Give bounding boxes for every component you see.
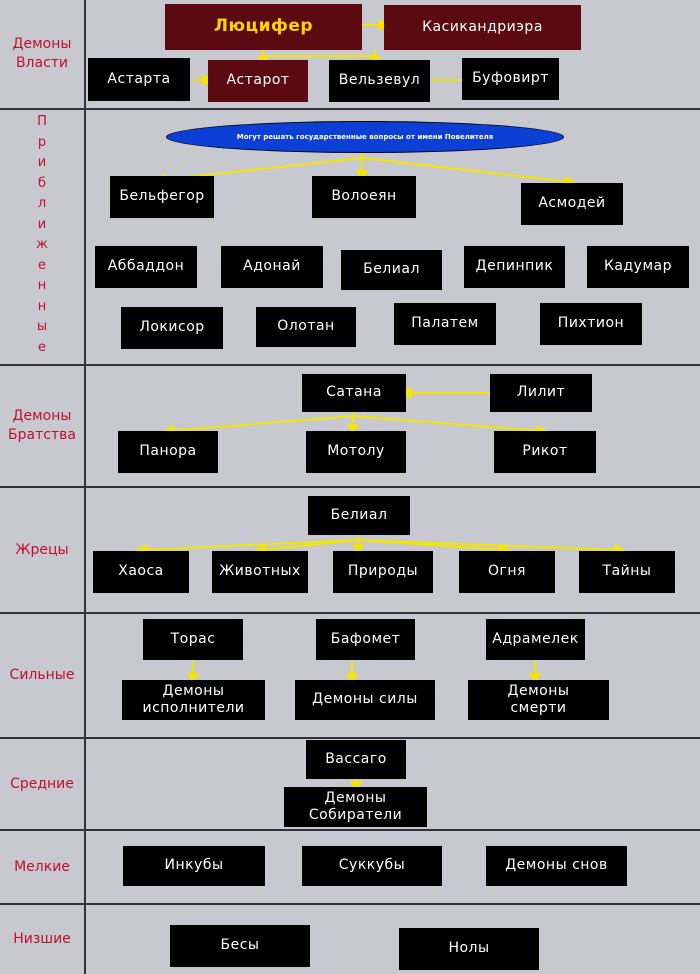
node-palatem: Палатем [394, 303, 496, 345]
category-label-silnye: Сильные [0, 614, 84, 737]
row-divider [0, 829, 700, 831]
node-noly: Нолы [399, 928, 539, 970]
label-letter: н [37, 298, 47, 314]
label-letter: П [37, 114, 47, 129]
label-letter: л [37, 196, 47, 211]
node-lilit: Лилит [490, 374, 592, 412]
category-label-line: Демоны [12, 36, 72, 53]
node-zhivotnykh: Животных [212, 551, 308, 593]
row-divider [0, 737, 700, 739]
node-belial-priblizhennyi: Белиал [341, 250, 442, 290]
node-rikot: Рикот [494, 431, 596, 473]
category-label-nizshie: Низшие [0, 905, 84, 974]
node-tayny: Тайны [579, 551, 675, 593]
node-sukkuby: Суккубы [302, 846, 442, 886]
label-letter: ы [36, 319, 48, 334]
label-letter: ж [36, 237, 48, 252]
category-label-line: Средние [10, 775, 74, 792]
row-divider [0, 486, 700, 488]
label-letter: р [37, 134, 47, 150]
label-letter: и [37, 155, 47, 170]
oval-note: Могут решать государственные вопросы от … [166, 121, 564, 153]
label-letter: и [37, 216, 47, 232]
node-bufovirt: Буфовирт [462, 58, 559, 100]
node-velzevul: Вельзевул [329, 60, 430, 102]
node-abbadon: Аббаддон [95, 246, 197, 288]
category-label-line: Власти [15, 55, 69, 71]
node-bafomet: Бафомет [316, 619, 415, 660]
row-divider [0, 903, 700, 905]
node-belial-zhrets: Белиал [308, 496, 410, 535]
node-adramelek: Адрамелек [486, 619, 585, 660]
node-demony-smerti: Демоны смерти [468, 680, 609, 720]
node-demony-sobirateli: Демоны Собиратели [284, 787, 427, 827]
category-label-zhretsy: Жрецы [0, 488, 84, 612]
node-satana: Сатана [302, 374, 406, 412]
label-letter: е [38, 257, 46, 273]
node-toras: Торас [143, 619, 243, 660]
node-vassago: Вассаго [306, 740, 406, 779]
node-adonay: Адонай [221, 246, 323, 288]
node-astarot: Астарот [208, 60, 308, 102]
node-khaosa: Хаоса [93, 551, 189, 593]
category-label-line: Жрецы [15, 541, 69, 558]
category-label-line: Братства [8, 427, 76, 443]
node-kasikandriera: Касикандриэра [384, 5, 581, 50]
label-letter: б [37, 175, 47, 191]
node-belfegor: Бельфегор [110, 176, 214, 218]
node-demony-snov: Демоны снов [486, 846, 627, 886]
node-ognya: Огня [459, 551, 555, 593]
node-lucifer: Люцифер [165, 4, 362, 50]
node-pikhtion: Пихтион [540, 303, 642, 345]
node-demony-ispolniteli: Демоны исполнители [122, 680, 265, 720]
node-kadumar: Кадумар [587, 246, 689, 288]
node-besy: Бесы [170, 925, 310, 967]
node-inkuby: Инкубы [123, 846, 265, 886]
node-asmodey: Асмодей [521, 183, 623, 225]
row-divider [0, 364, 700, 366]
node-astarta: Астарта [88, 58, 190, 101]
category-label-line: Демоны [12, 408, 72, 425]
category-label-line: Сильные [9, 667, 75, 684]
row-divider [0, 612, 700, 614]
category-label-line: Низшие [13, 931, 71, 948]
node-depinpik: Депинпик [464, 246, 565, 288]
node-prirody: Природы [333, 551, 433, 593]
node-voloeyan: Волоеян [312, 176, 416, 218]
label-letter: е [38, 339, 46, 355]
category-label-melkie: Мелкие [0, 831, 84, 903]
node-demony-sily: Демоны силы [295, 680, 435, 720]
category-label-srednie: Средние [0, 739, 84, 829]
category-label-priblizhennye: П р и б л и ж е н н ы е [0, 110, 84, 366]
node-motolu: Мотолу [306, 431, 406, 473]
node-lokisor: Локисор [121, 307, 223, 349]
node-olotan: Олотан [256, 307, 356, 347]
node-panora: Панора [118, 431, 218, 473]
label-letter: н [37, 278, 47, 293]
category-label-line: Мелкие [14, 858, 70, 875]
row-divider [0, 108, 700, 110]
